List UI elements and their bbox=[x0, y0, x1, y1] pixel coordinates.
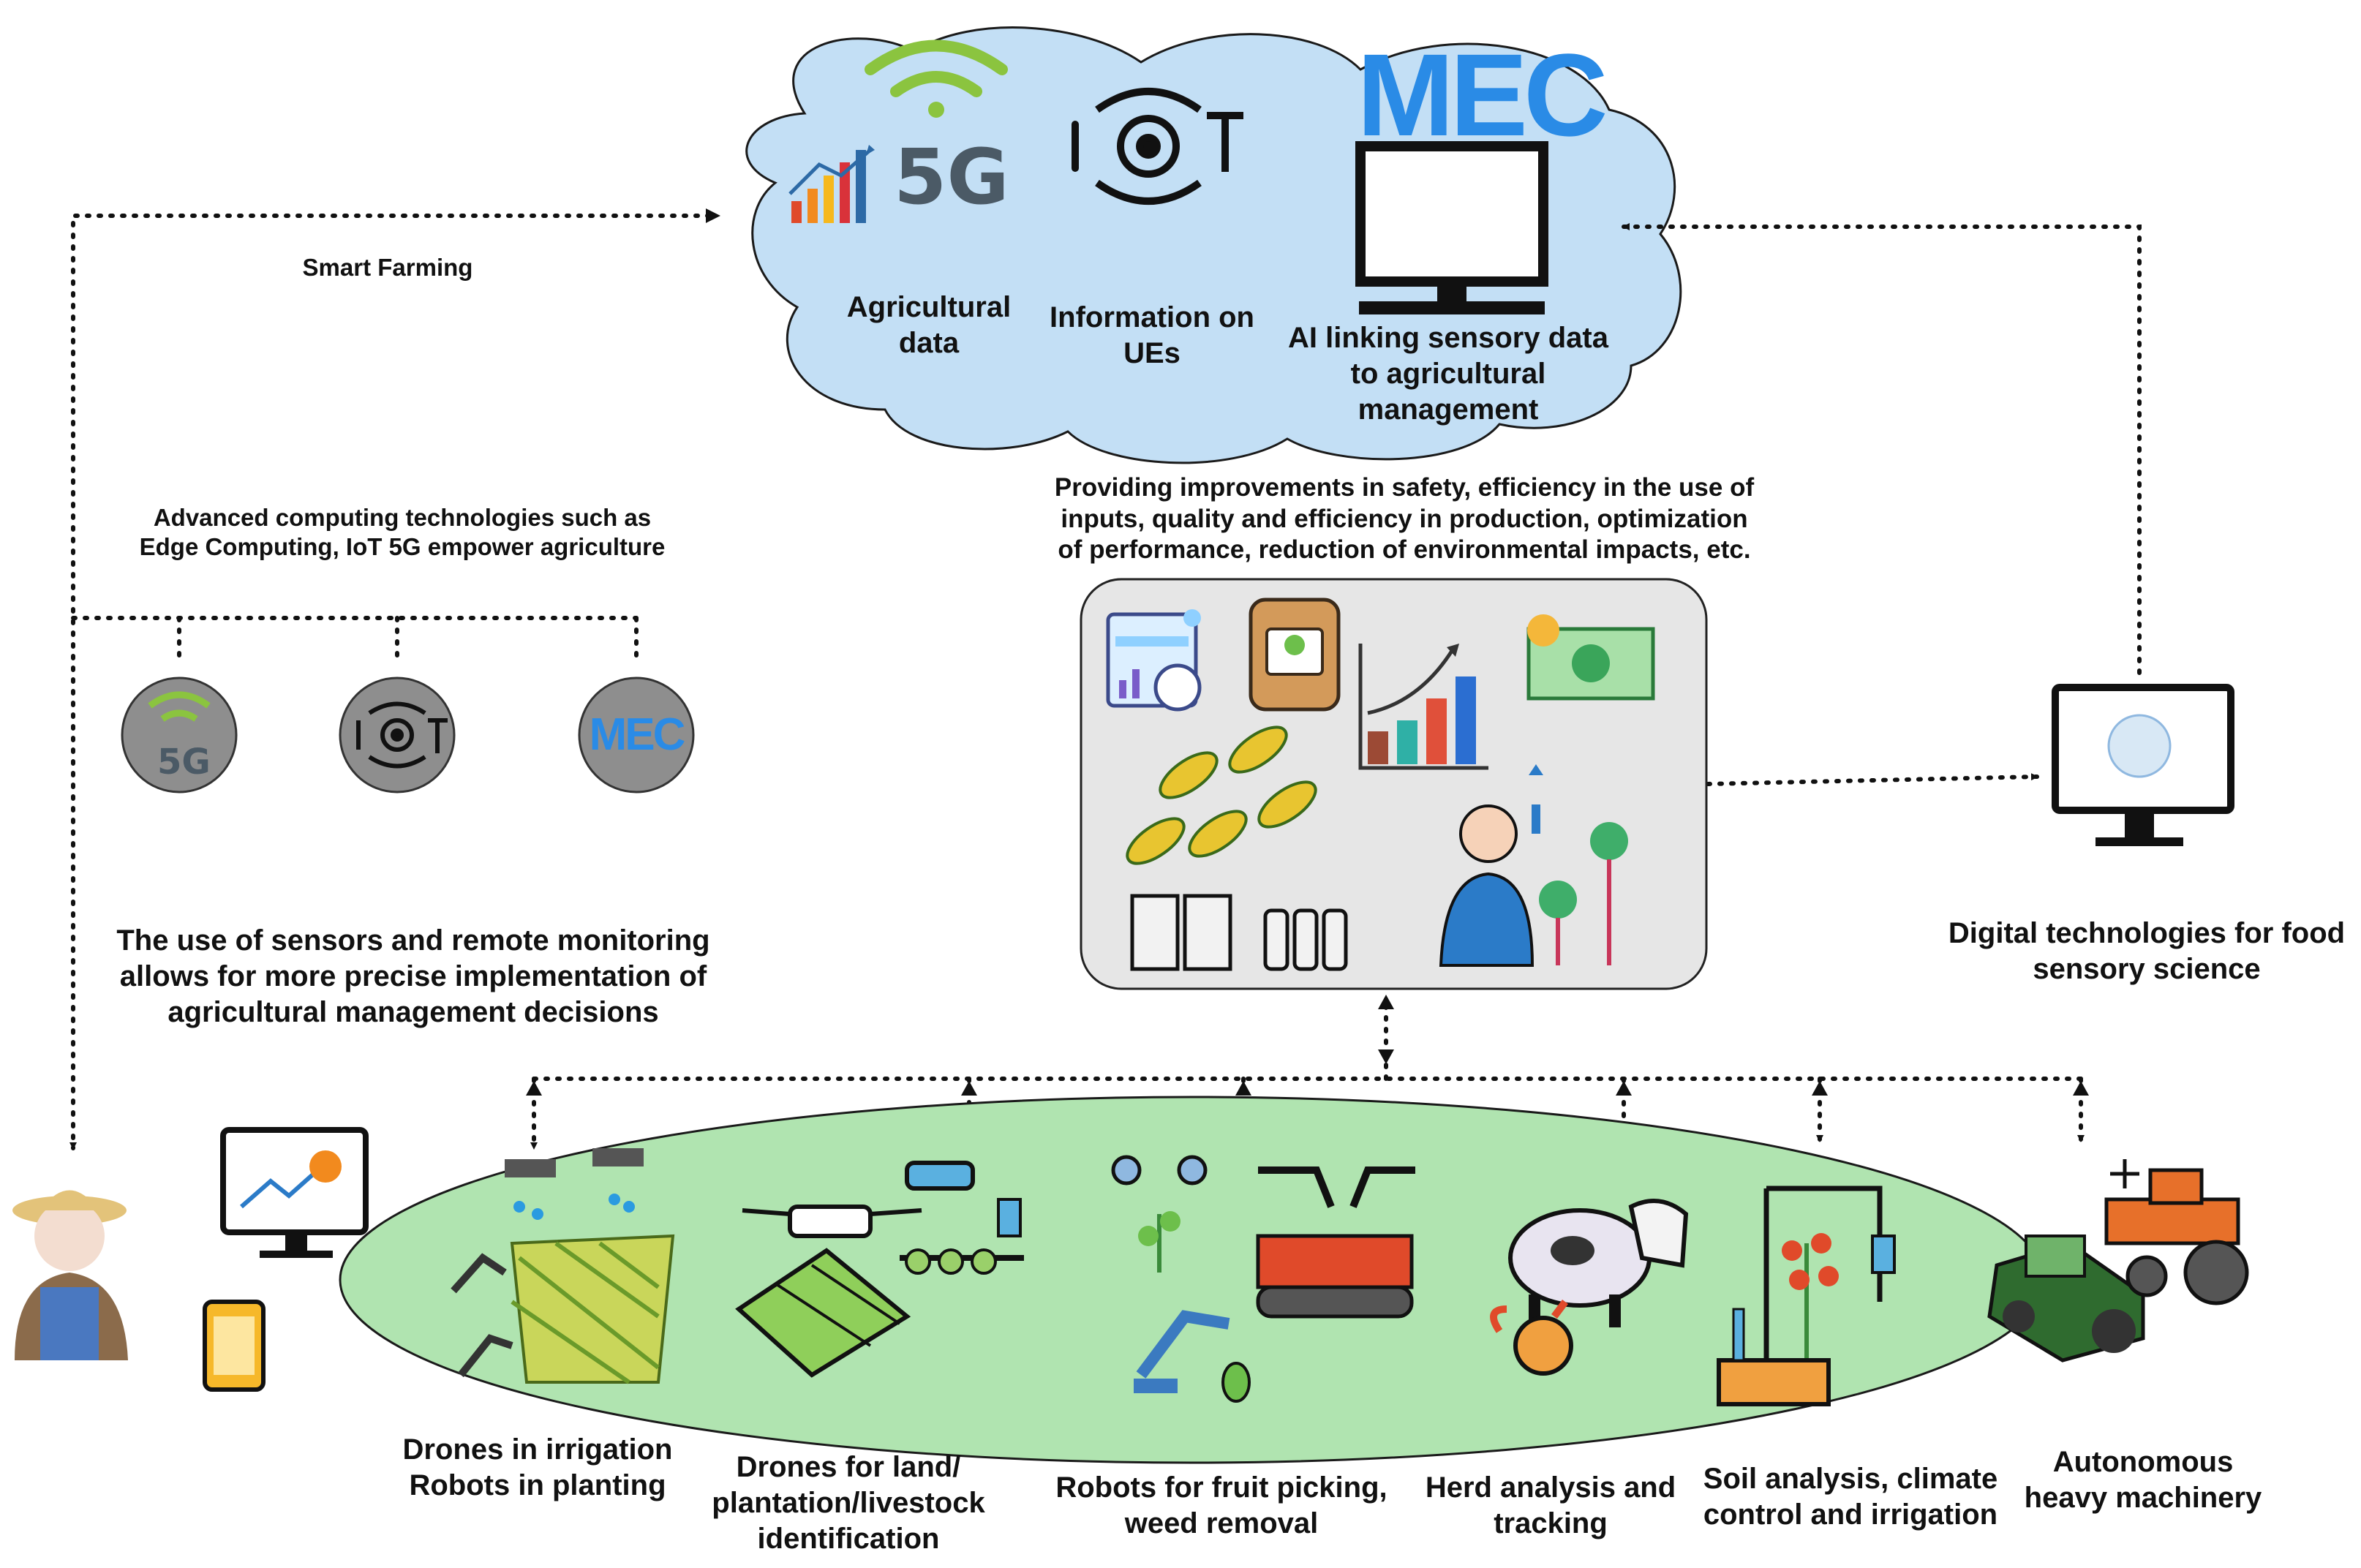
ai-linking-label: AI linking sensory data to agricultural … bbox=[1288, 322, 1608, 426]
benefits-label: Providing improvements in safety, effici… bbox=[1054, 473, 1755, 565]
logo-5g: 5G bbox=[894, 132, 1009, 222]
dashboard-icon bbox=[1106, 609, 1202, 712]
app-label-robots-fruit: Robots for fruit picking, weed removal bbox=[1055, 1471, 1387, 1539]
circle-mec-label: MEC bbox=[590, 709, 685, 760]
app-label-drones-land: Drones for land/ plantation/livestock id… bbox=[712, 1451, 985, 1555]
money-icon bbox=[1526, 614, 1655, 701]
drones-irrigation-icon bbox=[451, 1148, 675, 1384]
signal-5g-icon bbox=[788, 39, 1008, 223]
information-ues-label: Information on UEs bbox=[1050, 301, 1254, 369]
circle-5g-label: 5G bbox=[157, 742, 211, 783]
soil-icon bbox=[1717, 1186, 1896, 1406]
app-label-machinery: Autonomous heavy machinery bbox=[2024, 1446, 2262, 1514]
person-flowers-icon bbox=[1439, 764, 1628, 967]
robots-fruit-icon bbox=[1111, 1155, 1415, 1403]
sensors-monitoring-label: The use of sensors and remote monitoring… bbox=[116, 924, 710, 1028]
tractor-icon bbox=[1987, 1159, 2249, 1362]
smart-farming-label: Smart Farming bbox=[302, 254, 473, 281]
phone-icon bbox=[203, 1300, 266, 1392]
seed-bag-icon bbox=[1249, 598, 1341, 712]
tech-circle-iot bbox=[339, 676, 456, 794]
advanced-computing-label: Advanced computing technologies such as … bbox=[139, 504, 666, 561]
connector-lines bbox=[69, 214, 2142, 1150]
app-label-drones-irrigation: Drones in irrigation Robots in planting bbox=[402, 1433, 673, 1501]
corn-icon bbox=[1126, 725, 1317, 865]
logo-mec: MEC bbox=[1357, 29, 1605, 160]
app-label-soil: Soil analysis, climate control and irrig… bbox=[1703, 1463, 1998, 1531]
cloud bbox=[745, 26, 1682, 464]
laptop-chart-icon bbox=[220, 1127, 369, 1258]
tech-circle-mec bbox=[578, 676, 695, 794]
farmer-icon bbox=[12, 1190, 128, 1360]
iot-icon bbox=[1072, 88, 1243, 205]
agricultural-data-label: Agricultural data bbox=[846, 291, 1012, 359]
drone-land-icon bbox=[735, 1161, 1024, 1378]
monitor-icon bbox=[1355, 141, 1548, 314]
digital-monitor-icon bbox=[2052, 684, 2234, 846]
growth-chart-icon bbox=[1358, 644, 1488, 770]
app-label-herd: Herd analysis and tracking bbox=[1425, 1471, 1676, 1539]
tech-circle-5g bbox=[121, 676, 238, 794]
arrowheads bbox=[526, 208, 2089, 1096]
digital-technologies-label: Digital technologies for food sensory sc… bbox=[1948, 917, 2346, 985]
milk-cartons-icon bbox=[1130, 894, 1348, 971]
herd-icon bbox=[1490, 1199, 1689, 1376]
